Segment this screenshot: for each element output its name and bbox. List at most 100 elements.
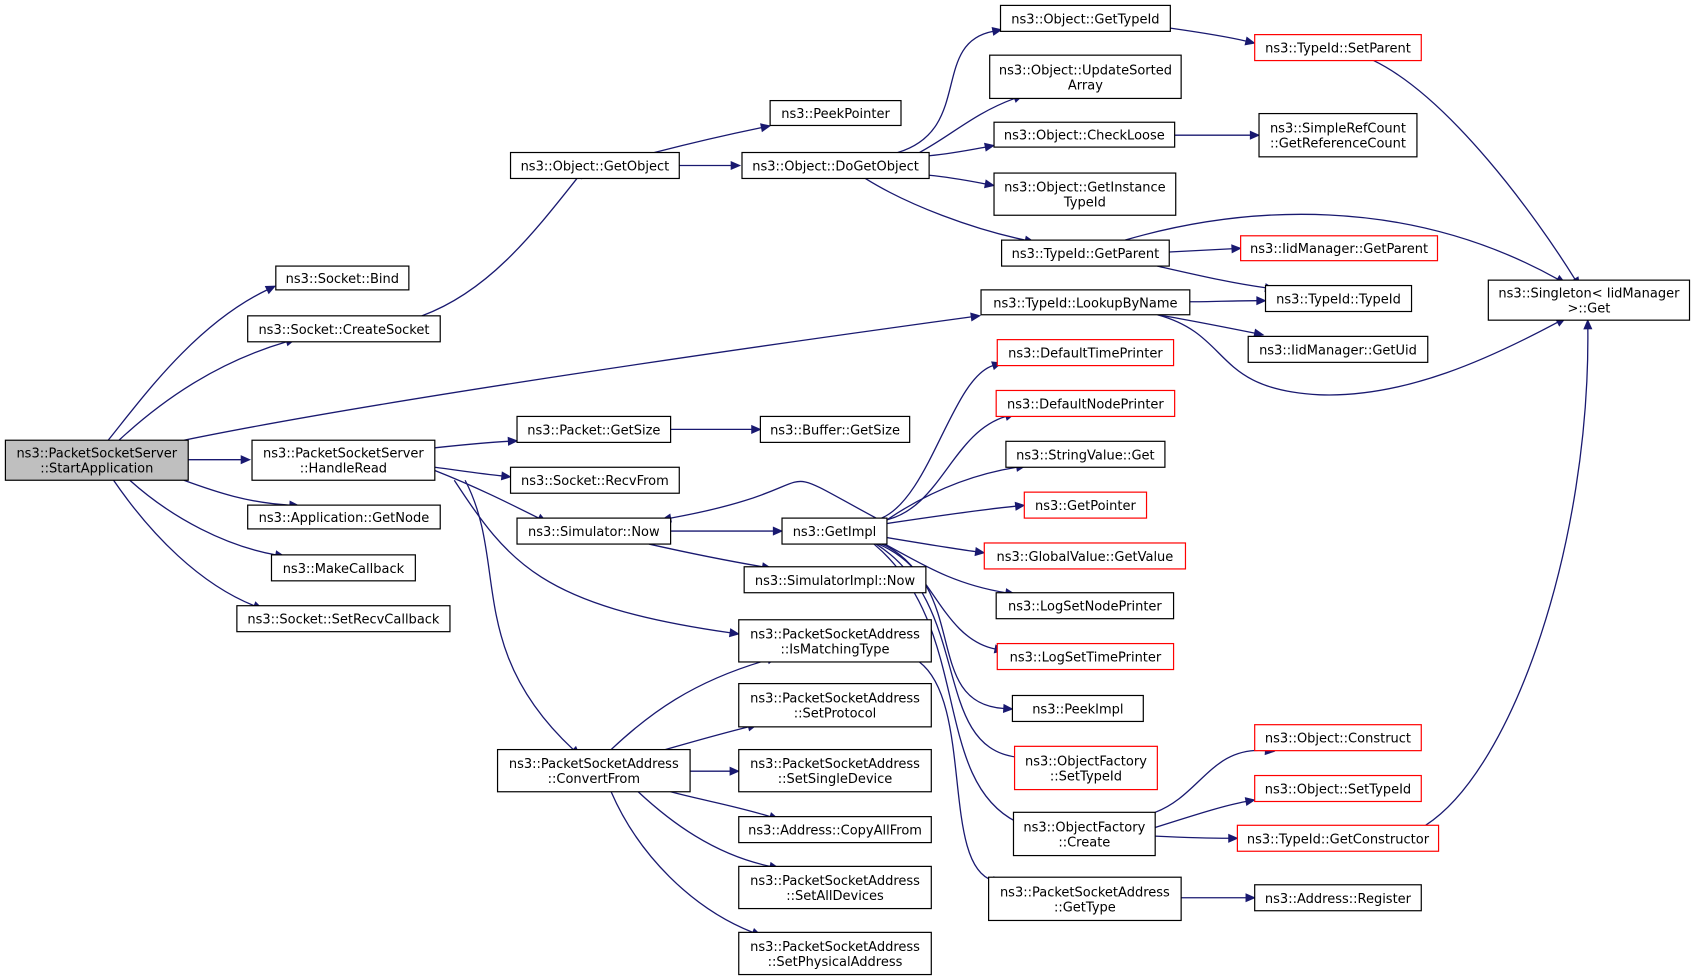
function-node-defaultnode[interactable]: ns3::DefaultNodePrinter [995, 389, 1176, 418]
function-node-createsocket[interactable]: ns3::Socket::CreateSocket [247, 315, 441, 343]
function-node-convertfrom[interactable]: ns3::PacketSocketAddress::ConvertFrom [496, 748, 691, 793]
edge-line [1157, 314, 1255, 334]
node-box [236, 605, 451, 633]
edge-line [129, 479, 276, 556]
function-node-handleread[interactable]: ns3::PacketSocketServer::HandleRead [251, 439, 436, 481]
node-box [995, 592, 1175, 620]
function-node-ofcreate[interactable]: ns3::ObjectFactory::Create [1012, 811, 1156, 857]
function-node-simplerefcount[interactable]: ns3::SimpleRefCount::GetReferenceCount [1258, 112, 1418, 158]
node-label: ns3::PeekPointer [781, 107, 890, 122]
function-node-typeidtypeid[interactable]: ns3::TypeId::TypeId [1264, 284, 1413, 313]
edge-line [1157, 314, 1558, 396]
function-node-logtime[interactable]: ns3::LogSetTimePrinter [996, 642, 1175, 671]
function-node-makecallback[interactable]: ns3::MakeCallback [270, 554, 416, 582]
node-label: ::Create [1058, 835, 1110, 850]
node-label: ns3::MakeCallback [283, 562, 405, 577]
node-box [1023, 491, 1148, 519]
node-label: ns3::ObjectFactory [1025, 754, 1147, 769]
node-box [999, 4, 1171, 32]
function-node-gettypeid[interactable]: ns3::Object::GetTypeId [999, 4, 1171, 32]
function-node-getconstructor[interactable]: ns3::TypeId::GetConstructor [1236, 824, 1440, 852]
function-node-iidgetparent[interactable]: ns3::IidManager::GetParent [1240, 235, 1439, 262]
function-node-lognode[interactable]: ns3::LogSetNodePrinter [995, 592, 1175, 620]
call-edge-start-to-createsocket [118, 337, 297, 441]
function-node-defaulttime[interactable]: ns3::DefaultTimePrinter [996, 339, 1175, 367]
node-label: ns3::Address::Register [1265, 892, 1412, 907]
function-node-getpointer[interactable]: ns3::GetPointer [1023, 491, 1148, 519]
function-node-ismatching[interactable]: ns3::PacketSocketAddress::IsMatchingType [738, 619, 932, 663]
function-node-bind[interactable]: ns3::Socket::Bind [275, 265, 410, 291]
function-node-getnode[interactable]: ns3::Application::GetNode [247, 504, 441, 530]
function-node-stringget[interactable]: ns3::StringValue::Get [1005, 440, 1166, 468]
function-node-lookupbyname[interactable]: ns3::TypeId::LookupByName [980, 289, 1191, 316]
node-label: ::SetProtocol [794, 707, 877, 722]
call-edge-start-to-setrecvcb [113, 479, 264, 610]
function-node-setrecvcb[interactable]: ns3::Socket::SetRecvCallback [236, 605, 451, 633]
function-node-buffergetsize[interactable]: ns3::Buffer::GetSize [759, 415, 911, 443]
node-label: ns3::PacketSocketAddress [750, 627, 920, 642]
node-label: ns3::Simulator::Now [528, 525, 660, 540]
node-box [996, 339, 1175, 367]
arrowhead [1231, 244, 1242, 254]
function-node-psagettype[interactable]: ns3::PacketSocketAddress::GetType [988, 876, 1182, 922]
node-box [738, 865, 932, 910]
function-node-getuid[interactable]: ns3::IidManager::GetUid [1247, 335, 1429, 363]
node-box [769, 99, 902, 127]
function-node-recvfrom[interactable]: ns3::Socket::RecvFrom [509, 466, 680, 494]
node-label: ns3::Socket::SetRecvCallback [247, 613, 440, 628]
node-label: ns3::Socket::Bind [286, 272, 399, 287]
call-edge-start-to-lookupbyname [183, 312, 982, 441]
function-node-singleton[interactable]: ns3::Singleton< IidManager >::Get [1487, 279, 1691, 321]
function-node-packetgetsize[interactable]: ns3::Packet::GetSize [516, 415, 672, 443]
function-node-getparent[interactable]: ns3::TypeId::GetParent [1000, 239, 1170, 267]
function-node-setsingle[interactable]: ns3::PacketSocketAddress::SetSingleDevic… [738, 748, 932, 793]
function-node-copyallfrom[interactable]: ns3::Address::CopyAllFrom [738, 816, 932, 844]
function-node-setparent[interactable]: ns3::TypeId::SetParent [1254, 34, 1422, 62]
function-node-ofsettypeid[interactable]: ns3::ObjectFactory::SetTypeId [1013, 745, 1158, 791]
node-label: ns3::TypeId::GetConstructor [1247, 832, 1430, 847]
function-node-simimplnow[interactable]: ns3::SimulatorImpl::Now [743, 566, 927, 594]
arrowhead [729, 766, 741, 776]
node-label: ns3::Object::CheckLoose [1004, 129, 1165, 144]
edge-line [1169, 248, 1233, 253]
function-node-dogetobject[interactable]: ns3::Object::DoGetObject [741, 151, 930, 180]
arrowhead [507, 436, 519, 446]
function-node-peekimpl[interactable]: ns3::PeekImpl [1011, 694, 1144, 723]
function-node-register[interactable]: ns3::Address::Register [1254, 884, 1422, 912]
node-box [247, 315, 441, 343]
node-label: ns3::Buffer::GetSize [770, 423, 900, 438]
function-node-getobject[interactable]: ns3::Object::GetObject [509, 151, 680, 180]
call-edge-gettypeid-to-setparent [1170, 27, 1256, 46]
node-label: ns3::PacketSocketAddress [750, 874, 920, 889]
function-node-setprotocol[interactable]: ns3::PacketSocketAddress::SetProtocol [738, 682, 932, 728]
function-node-construct[interactable]: ns3::Object::Construct [1254, 724, 1422, 752]
edge-line [434, 469, 539, 519]
node-label: ns3::TypeId::TypeId [1276, 293, 1401, 308]
node-box [759, 415, 911, 443]
function-node-simnow[interactable]: ns3::Simulator::Now [516, 517, 672, 545]
function-node-peekpointer[interactable]: ns3::PeekPointer [769, 99, 902, 127]
function-node-checkloose[interactable]: ns3::Object::CheckLoose [993, 121, 1176, 148]
arrowhead [760, 123, 772, 133]
node-label: ns3::PacketSocketServer [263, 447, 424, 462]
edge-line [421, 175, 580, 317]
node-label: ns3::Object::Construct [1265, 732, 1411, 747]
node-label: ::ConvertFrom [548, 772, 640, 787]
node-box [738, 619, 932, 663]
function-node-globalget[interactable]: ns3::GlobalValue::GetValue [983, 542, 1187, 570]
edge-line [884, 466, 1017, 522]
node-box [251, 439, 436, 481]
node-box [743, 566, 927, 594]
arrowhead [991, 26, 1003, 36]
function-node-start[interactable]: ns3::PacketSocketServer::StartApplicatio… [4, 439, 189, 481]
node-box [738, 931, 932, 976]
arrowhead [984, 142, 996, 152]
function-node-getimpl[interactable]: ns3::GetImpl [781, 517, 888, 545]
call-edge-getobject-to-dogetobject [679, 160, 742, 171]
function-node-setalldevices[interactable]: ns3::PacketSocketAddress::SetAllDevices [738, 865, 932, 910]
function-node-objsettypeid[interactable]: ns3::Object::SetTypeId [1254, 774, 1422, 803]
call-edge-getimpl-to-simnow [660, 480, 877, 523]
function-node-setphysical[interactable]: ns3::PacketSocketAddress::SetPhysicalAdd… [738, 931, 932, 976]
